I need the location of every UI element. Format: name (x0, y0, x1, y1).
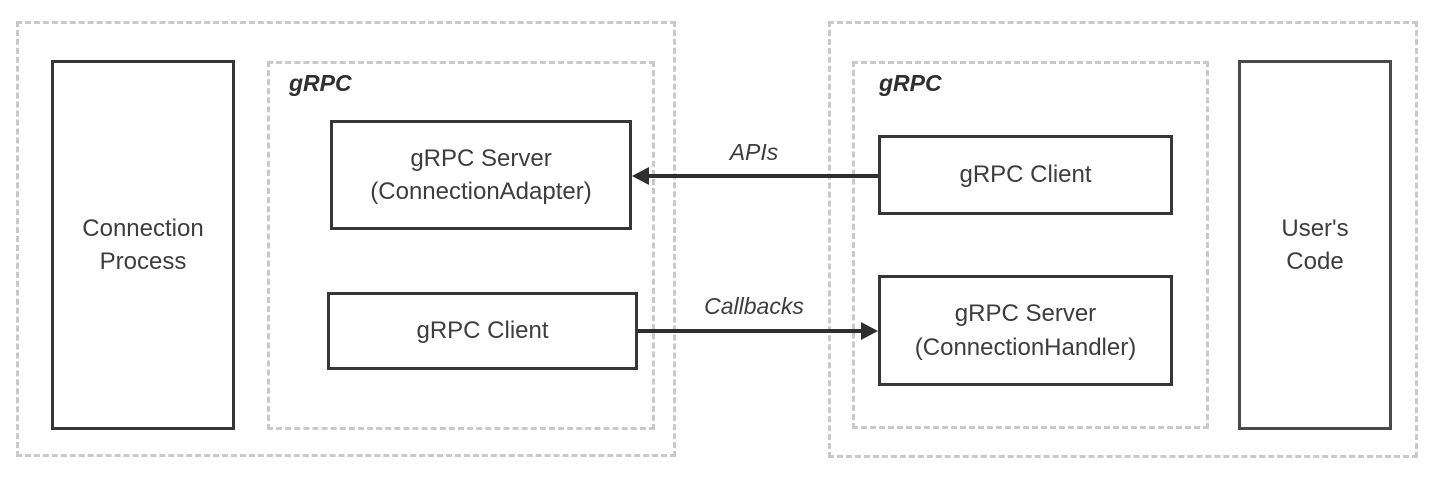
apis-arrow-shaft (646, 174, 878, 178)
users-code-label: User's Code (1281, 214, 1349, 275)
right-grpc-client-label: gRPC Client (959, 161, 1092, 189)
connection-process-label: Connection Process (82, 214, 204, 275)
right-grpc-group-label: gRPC (879, 70, 942, 96)
users-code-box: User's Code (1238, 60, 1392, 430)
grpc-server-connection-adapter-label: gRPC Server (ConnectionAdapter) (370, 144, 592, 205)
callbacks-arrow-label: Callbacks (704, 293, 804, 319)
right-user-dashed-container (828, 21, 1418, 458)
grpc-server-connection-handler-box: gRPC Server (ConnectionHandler) (878, 275, 1173, 386)
right-grpc-dashed-container (852, 61, 1209, 429)
connection-process-box: Connection Process (51, 60, 235, 430)
callbacks-arrowhead-right-icon (861, 322, 878, 340)
left-grpc-client-label: gRPC Client (416, 317, 549, 345)
apis-arrowhead-left-icon (632, 167, 649, 185)
left-grpc-dashed-container (267, 61, 655, 430)
apis-arrow-label: APIs (729, 139, 779, 165)
grpc-server-connection-adapter-box: gRPC Server (ConnectionAdapter) (330, 120, 632, 230)
left-grpc-client-box: gRPC Client (327, 292, 638, 370)
callbacks-arrow-shaft (638, 329, 864, 333)
left-process-dashed-container (16, 21, 676, 457)
right-grpc-client-box: gRPC Client (878, 135, 1173, 215)
grpc-server-connection-handler-label: gRPC Server (ConnectionHandler) (914, 300, 1137, 361)
left-grpc-group-label: gRPC (289, 70, 352, 96)
